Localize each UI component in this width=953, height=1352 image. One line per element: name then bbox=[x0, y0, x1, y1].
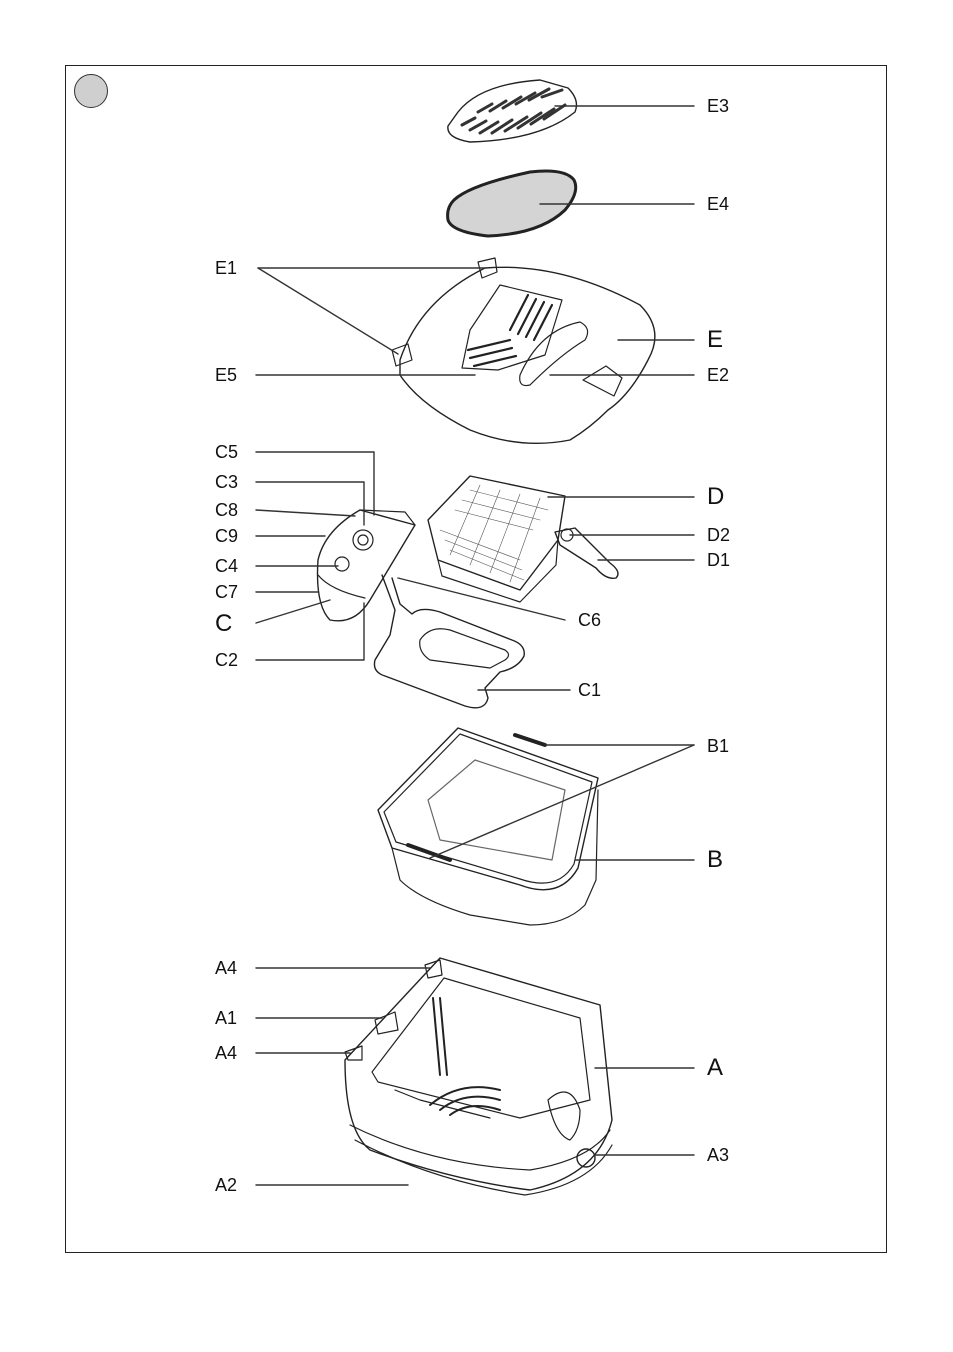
label-c6: C6 bbox=[578, 610, 602, 630]
label-c2: C2 bbox=[215, 650, 239, 670]
label-e5: E5 bbox=[215, 365, 238, 385]
part-b-bowl bbox=[377, 727, 599, 926]
label-c9: C9 bbox=[215, 526, 239, 546]
label-e: E bbox=[707, 326, 724, 353]
part-a-housing bbox=[344, 957, 613, 1196]
part-e3-grill bbox=[447, 79, 578, 143]
label-c1: C1 bbox=[578, 680, 602, 700]
label-d2: D2 bbox=[707, 525, 731, 545]
label-c: C bbox=[215, 610, 233, 637]
label-d1: D1 bbox=[707, 550, 731, 570]
label-a1: A1 bbox=[215, 1008, 238, 1028]
label-b: B bbox=[707, 846, 724, 873]
figure-number-badge bbox=[74, 74, 108, 108]
label-c7: C7 bbox=[215, 582, 239, 602]
label-c3: C3 bbox=[215, 472, 239, 492]
part-e4-filter bbox=[446, 169, 578, 238]
part-e-lid bbox=[391, 257, 656, 445]
label-c4: C4 bbox=[215, 556, 239, 576]
part-d-basket bbox=[427, 475, 619, 603]
label-d: D bbox=[707, 483, 725, 510]
label-a2: A2 bbox=[215, 1175, 238, 1195]
label-b1: B1 bbox=[707, 736, 730, 756]
label-a4-top: A4 bbox=[215, 958, 238, 978]
label-e4: E4 bbox=[707, 194, 730, 214]
figure-frame bbox=[65, 65, 887, 1253]
label-a3: A3 bbox=[707, 1145, 730, 1165]
part-c-control-unit bbox=[316, 509, 416, 622]
label-c5: C5 bbox=[215, 442, 239, 462]
label-e1: E1 bbox=[215, 258, 238, 278]
label-a: A bbox=[707, 1054, 724, 1081]
label-a4-bottom: A4 bbox=[215, 1043, 238, 1063]
label-e2: E2 bbox=[707, 365, 730, 385]
label-c8: C8 bbox=[215, 500, 239, 520]
label-e3: E3 bbox=[707, 96, 730, 116]
leader-lines bbox=[255, 105, 695, 1186]
part-c1-heating-element bbox=[373, 574, 525, 709]
